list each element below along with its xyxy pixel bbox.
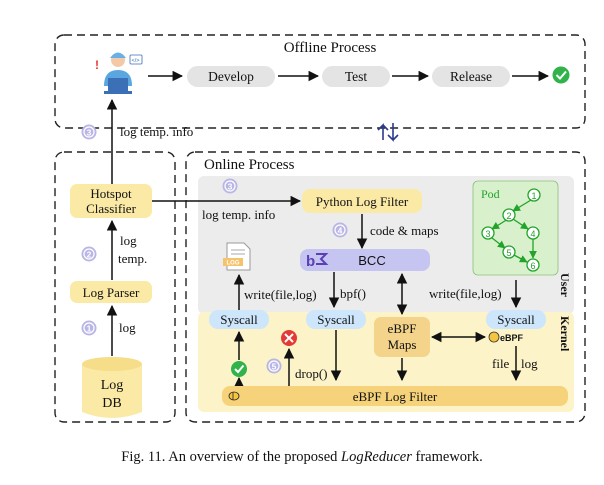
svg-text:3: 3 <box>228 182 233 192</box>
syscall-mid-label: Syscall <box>317 312 355 327</box>
svg-text:1: 1 <box>531 191 536 201</box>
pod-node-1: 1 <box>527 188 541 202</box>
user-label: User <box>558 273 572 298</box>
step-3-badge-offline: 3 <box>81 124 97 140</box>
step-1-badge: 1 <box>81 320 97 336</box>
exchange-icon <box>377 123 399 142</box>
step-5-badge: 5 <box>266 358 282 374</box>
drop-cross-icon <box>281 330 297 346</box>
svg-text:4: 4 <box>530 229 535 239</box>
left-process-frame <box>54 151 176 423</box>
edge-log-temp-2: temp. <box>118 251 147 266</box>
svg-text:eBPF: eBPF <box>500 333 524 343</box>
edge-log-temp-info-up: log temp. info <box>120 124 193 139</box>
log-label: log <box>521 356 538 371</box>
log-temp-info-label: log temp. info <box>202 207 275 222</box>
figure-caption: Fig. 11. An overview of the proposed Log… <box>121 449 483 465</box>
develop-label: Develop <box>208 69 254 84</box>
svg-text:5: 5 <box>272 362 277 372</box>
svg-text:2: 2 <box>506 211 511 221</box>
step-2-badge: 2 <box>81 246 97 262</box>
file-label: file <box>492 356 510 371</box>
step-4-badge: 4 <box>332 222 348 238</box>
pod-label: Pod <box>481 187 500 201</box>
svg-text:</>: </> <box>132 58 140 64</box>
release-check-icon <box>552 66 570 84</box>
syscall-right-label: Syscall <box>497 312 535 327</box>
log-db-label-2: DB <box>102 396 121 411</box>
step-release <box>432 66 510 87</box>
bpf-call-label: bpf() <box>340 286 366 301</box>
svg-text:3: 3 <box>87 128 92 138</box>
offline-process-frame <box>54 34 586 129</box>
offline-process-title: Offline Process <box>284 40 377 56</box>
hotspot-label-1: Hotspot <box>90 186 132 201</box>
kernel-label: Kernel <box>558 316 572 352</box>
hotspot-label-2: Classifier <box>86 201 136 216</box>
svg-text:LOG: LOG <box>227 261 240 267</box>
svg-text:3: 3 <box>485 229 490 239</box>
ebpf-log-filter-box <box>222 386 568 406</box>
bee-icon <box>228 391 240 401</box>
pod-node-5: 5 <box>502 245 516 259</box>
pod-node-4: 4 <box>526 226 540 240</box>
edge-log-temp-1: log <box>120 233 137 248</box>
online-process-title: Online Process <box>204 157 295 173</box>
test-label: Test <box>345 69 368 84</box>
bcc-label: BCC <box>358 253 385 268</box>
log-parser-box <box>70 281 152 303</box>
developer-icon: ! </> <box>95 52 143 94</box>
python-log-filter-box <box>302 189 422 213</box>
log-db-cylinder <box>82 357 142 418</box>
syscall-left-box <box>209 310 269 329</box>
ebpf-maps-label-1: eBPF <box>388 321 417 336</box>
syscall-right-box <box>486 310 546 329</box>
syscall-mid-box <box>306 310 366 329</box>
svg-text:b: b <box>306 253 315 270</box>
release-label: Release <box>450 69 492 84</box>
drop-label: drop() <box>295 366 328 381</box>
bcc-box <box>300 249 430 271</box>
svg-text:6: 6 <box>530 261 535 271</box>
step-3-badge-online: 3 <box>222 178 238 194</box>
ebpf-maps-label-2: Maps <box>388 337 417 352</box>
step-develop <box>187 66 275 87</box>
bcc-logo-icon: b <box>306 253 329 270</box>
online-process-frame <box>185 151 586 423</box>
log-file-icon: LOG <box>223 242 251 271</box>
hotspot-classifier-box <box>70 184 152 218</box>
pod-node-3: 3 <box>481 226 495 240</box>
pass-check-icon <box>231 361 247 377</box>
pod-node-6: 6 <box>526 258 540 272</box>
syscall-left-label: Syscall <box>220 312 258 327</box>
ebpf-logo-icon: eBPF <box>488 331 524 343</box>
svg-text:4: 4 <box>338 226 343 236</box>
step-test <box>322 66 390 87</box>
svg-text:5: 5 <box>506 248 511 258</box>
edge-log: log <box>119 320 136 335</box>
write-right-label: write(file,log) <box>429 286 502 301</box>
python-log-filter-label: Python Log Filter <box>316 194 409 209</box>
pod-graph <box>491 199 537 263</box>
ebpf-log-filter-label: eBPF Log Filter <box>353 389 438 404</box>
svg-text:!: ! <box>95 58 99 72</box>
ebpf-maps-box <box>374 317 430 357</box>
pod-node-2: 2 <box>502 208 516 222</box>
write-left-label: write(file,log) <box>244 287 317 302</box>
log-db-label-1: Log <box>101 378 124 393</box>
code-maps-label: code & maps <box>370 223 439 238</box>
log-parser-label: Log Parser <box>83 285 140 300</box>
svg-text:1: 1 <box>87 324 92 334</box>
svg-text:2: 2 <box>87 250 92 260</box>
